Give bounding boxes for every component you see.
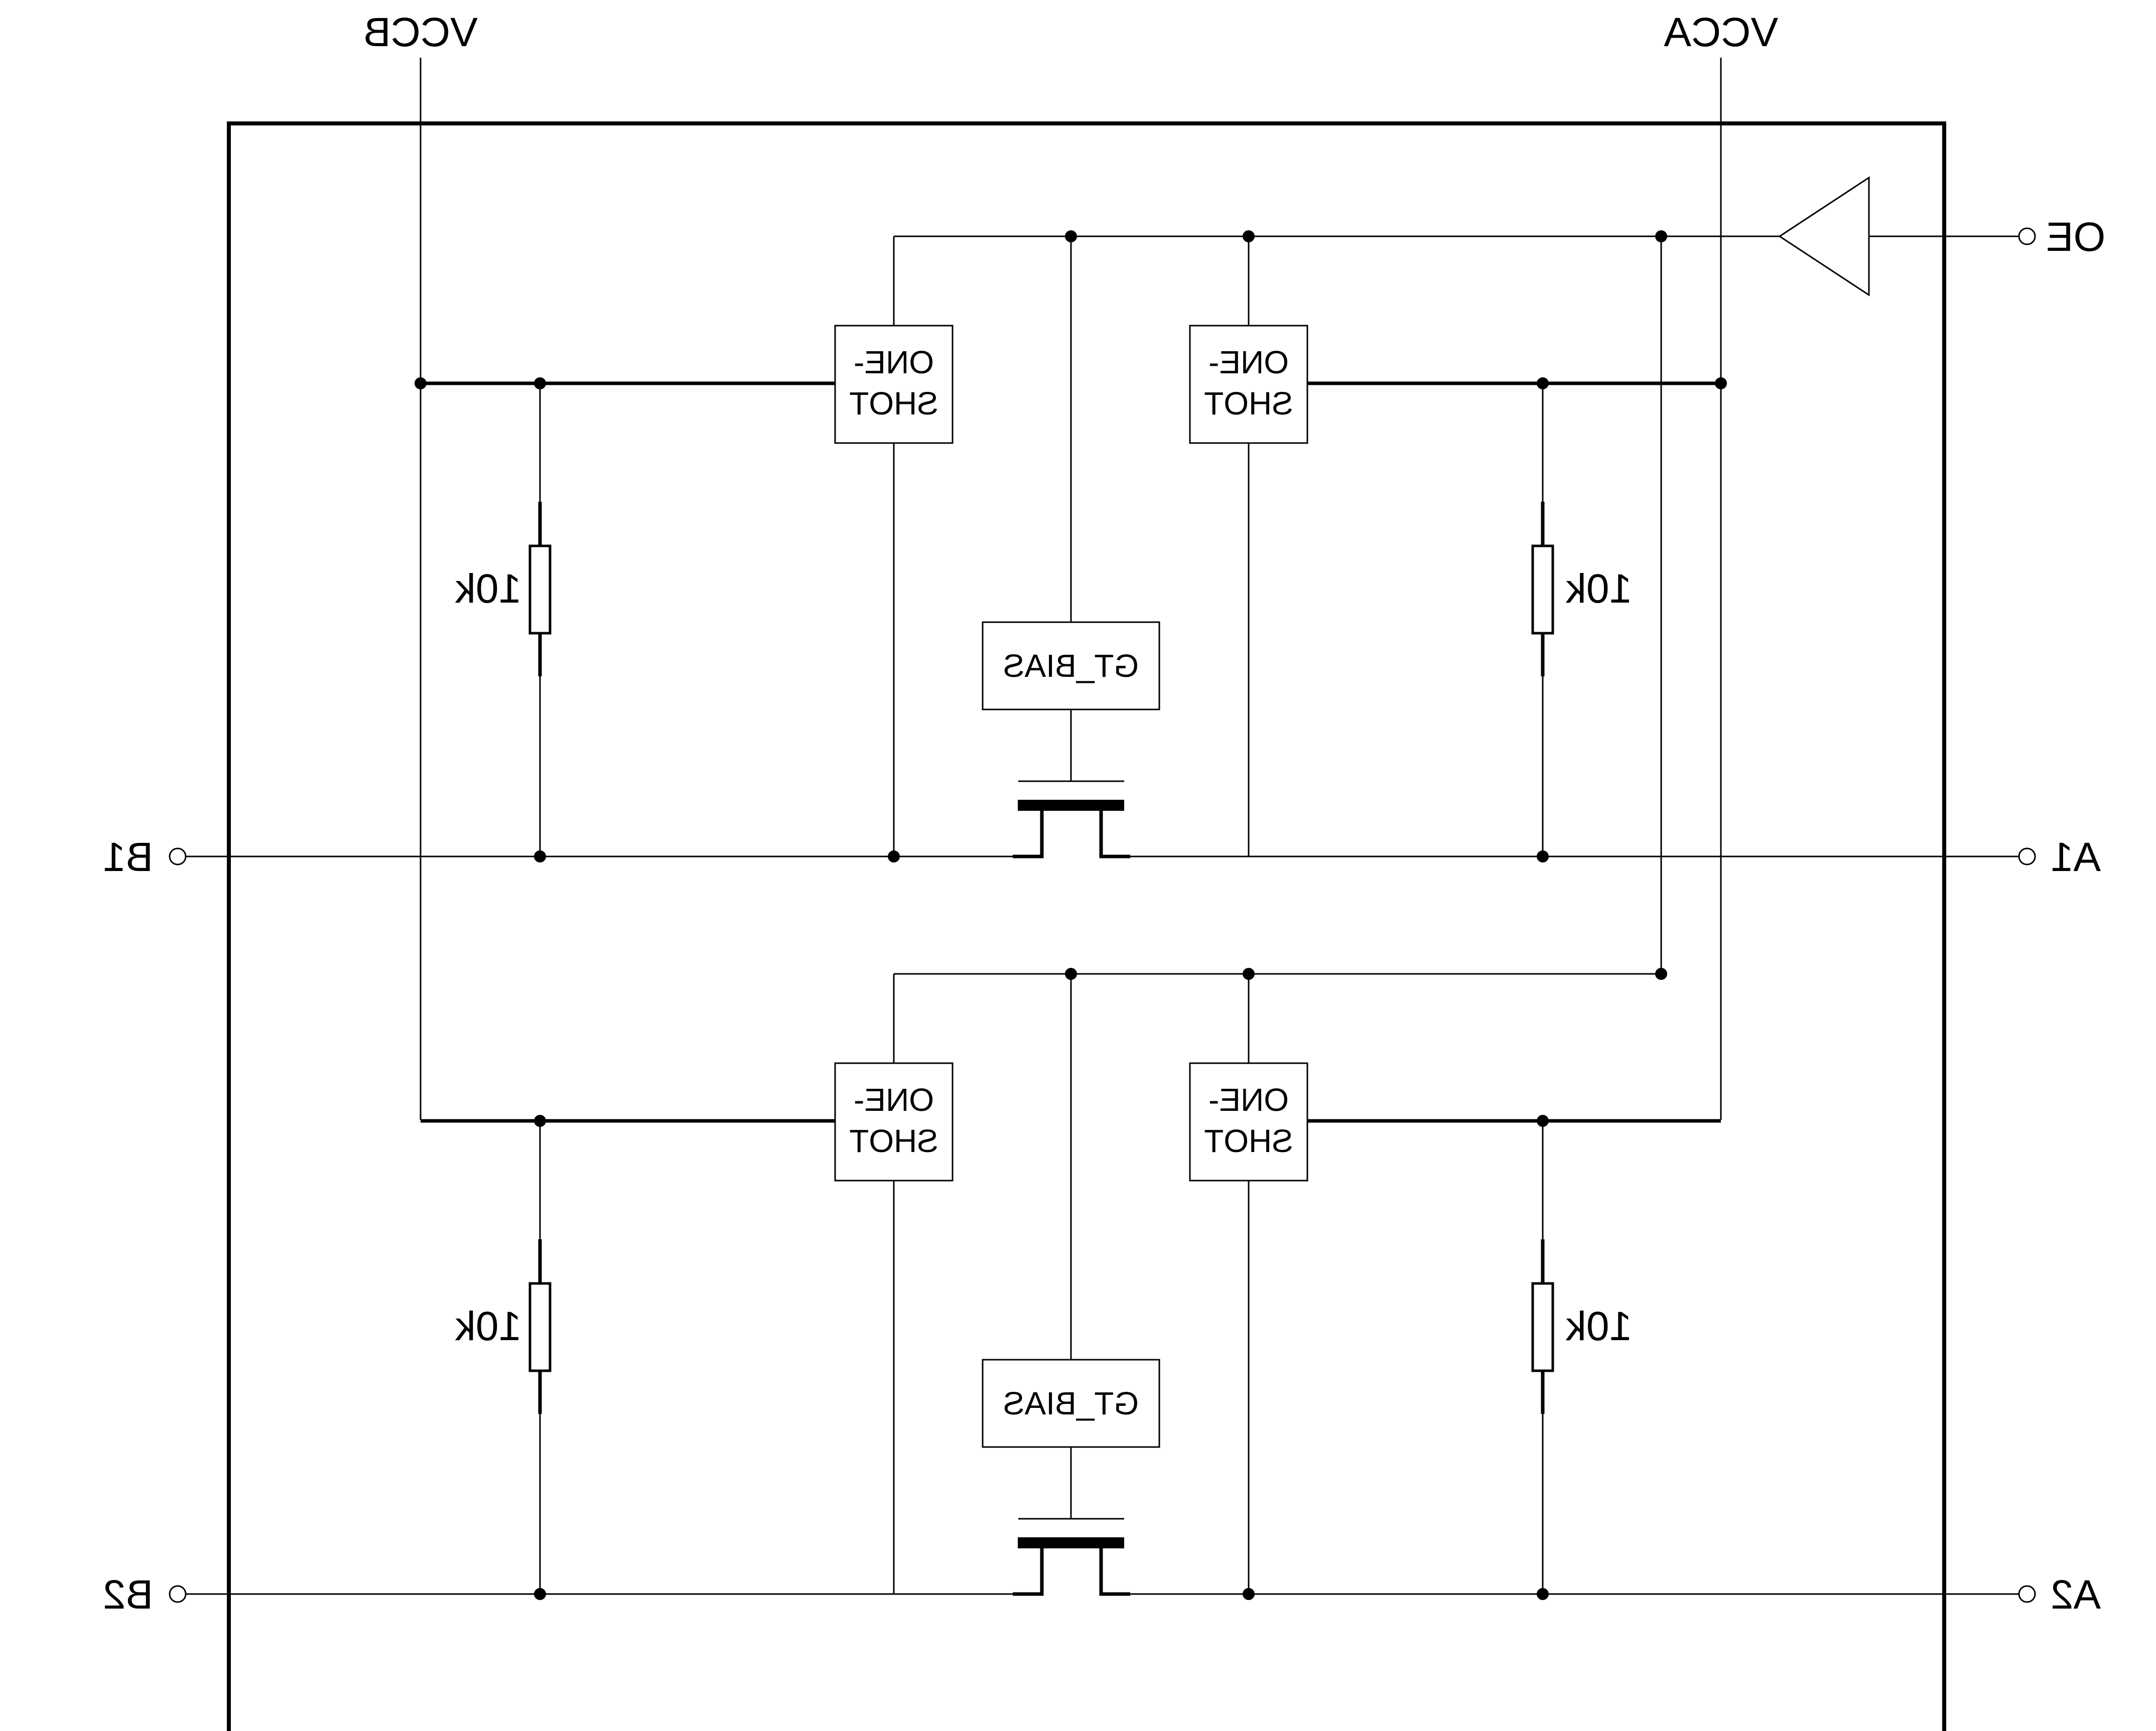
one-shot-ch2-b: ONE- SHOT — [834, 1062, 954, 1182]
gt-bias-ch1: GT_BIAS — [982, 621, 1160, 710]
one-shot-label-2: SHOT — [1204, 1123, 1293, 1159]
resistor-r2a-icon — [1531, 1239, 1554, 1414]
pin-b1-label: B1 — [103, 834, 153, 880]
resistor-r2b-value: 10k — [455, 1304, 521, 1349]
oe-buffer-triangle-icon — [1778, 176, 1870, 297]
wires — [186, 58, 2019, 1595]
resistor-r1b-icon — [528, 502, 552, 676]
resistor-r1a-icon — [1531, 502, 1554, 676]
gt-bias-label: GT_BIAS — [1003, 1385, 1139, 1421]
pin-b1-terminal — [169, 847, 187, 866]
one-shot-label-2: SHOT — [849, 1123, 938, 1159]
pin-terminals — [169, 227, 2036, 1603]
one-shot-label-1: ONE- — [1208, 344, 1289, 380]
one-shot-ch2-a: ONE- SHOT — [1189, 1062, 1308, 1182]
pin-a1-terminal — [2018, 847, 2036, 866]
pin-a1-label: A1 — [2051, 834, 2101, 880]
resistor-r2a-value: 10k — [1565, 1304, 1632, 1349]
pin-oe-label: OE — [2046, 214, 2105, 260]
resistor-r2b-icon — [528, 1239, 552, 1414]
junction-dots — [415, 230, 1727, 1600]
one-shot-label-1: ONE- — [854, 1082, 934, 1118]
one-shot-ch1-a: ONE- SHOT — [1189, 325, 1308, 444]
vccb-label: VCCB — [363, 10, 478, 55]
one-shot-label-2: SHOT — [1204, 385, 1293, 421]
pin-a2-terminal — [2018, 1585, 2036, 1603]
one-shot-label-1: ONE- — [1208, 1082, 1289, 1118]
pin-b2-terminal — [169, 1585, 187, 1603]
one-shot-label-1: ONE- — [854, 344, 934, 380]
package-outline — [227, 121, 1946, 1731]
pin-b2-label: B2 — [103, 1572, 153, 1618]
one-shot-ch1-b: ONE- SHOT — [834, 325, 954, 444]
one-shot-label-2: SHOT — [849, 385, 938, 421]
pin-oe-terminal — [2018, 227, 2036, 245]
vcca-label: VCCA — [1664, 10, 1778, 55]
pass-transistor-ch1-icon — [1013, 780, 1130, 858]
resistor-r1b-value: 10k — [455, 566, 521, 612]
gt-bias-ch2: GT_BIAS — [982, 1359, 1160, 1448]
gt-bias-label: GT_BIAS — [1003, 648, 1139, 684]
pass-transistor-ch2-icon — [1013, 1518, 1130, 1596]
supply-buses — [421, 381, 1721, 1123]
pin-a2-label: A2 — [2051, 1572, 2101, 1618]
resistor-r1a-value: 10k — [1565, 566, 1632, 612]
